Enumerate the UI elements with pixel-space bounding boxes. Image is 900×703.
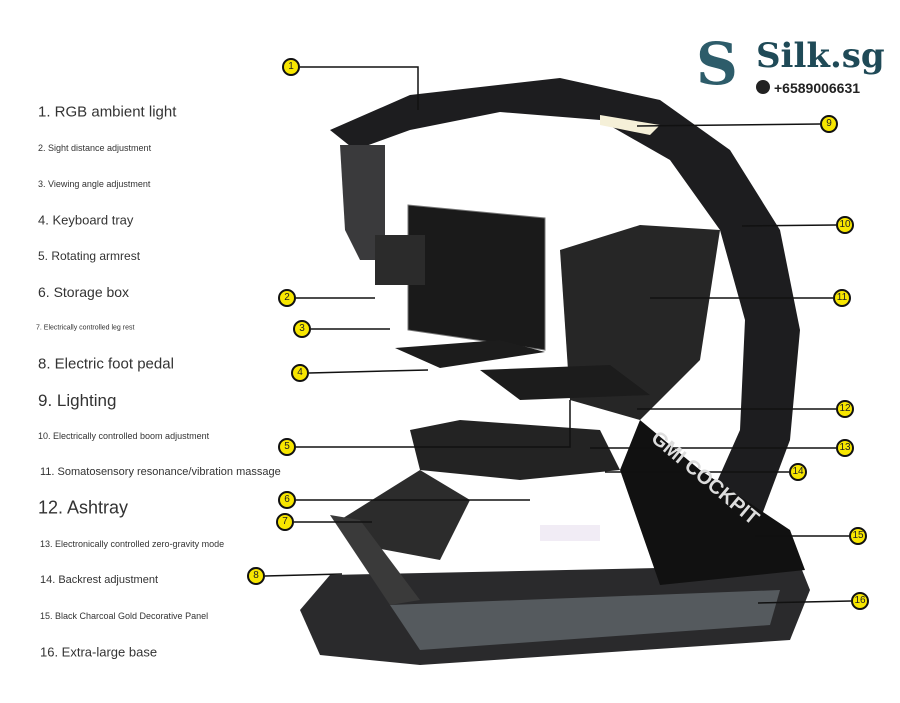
silk-sg-logo: S Silk.sg +6589006631 [694,30,885,106]
marker-9: 9 [820,115,838,133]
marker-8: 8 [247,567,265,585]
marker-3: 3 [293,320,311,338]
feature-label: 5. Rotating armrest [38,249,141,263]
feature-label: 7. Electrically controlled leg rest [36,324,135,332]
marker-13: 13 [836,439,854,457]
feature-label: 10. Electrically controlled boom adjustm… [38,431,210,441]
feature-label: 14. Backrest adjustment [40,574,159,586]
marker-4: 4 [291,364,309,382]
feature-label: 1. RGB ambient light [38,103,177,121]
leader-lines [264,66,852,604]
feature-label: 16. Extra-large base [40,644,158,660]
feature-label: 6. Storage box [38,284,130,300]
marker-1: 1 [282,58,300,76]
feature-label: 13. Electronically controlled zero-gravi… [40,539,225,549]
feature-label: 2. Sight distance adjustment [38,143,152,153]
marker-12: 12 [836,400,854,418]
marker-10: 10 [836,216,854,234]
marker-11: 11 [833,289,851,307]
feature-label: 12. Ashtray [38,497,129,518]
marker-7: 7 [276,513,294,531]
feature-label: 11. Somatosensory resonance/vibration ma… [40,466,281,478]
marker-16: 16 [851,592,869,610]
feature-label: 4. Keyboard tray [38,212,134,228]
marker-2: 2 [278,289,296,307]
feature-label: 9. Lighting [38,391,117,410]
logo-name: Silk.sg [756,36,885,76]
logo-monogram: S [696,30,738,98]
whatsapp-icon [756,80,770,94]
marker-5: 5 [278,438,296,456]
marker-14: 14 [789,463,807,481]
feature-label: 15. Black Charcoal Gold Decorative Panel [40,611,209,621]
logo-phone: +6589006631 [774,80,861,96]
marker-6: 6 [278,491,296,509]
feature-label: 8. Electric foot pedal [38,355,174,373]
feature-label: 3. Viewing angle adjustment [38,179,151,189]
marker-15: 15 [849,527,867,545]
